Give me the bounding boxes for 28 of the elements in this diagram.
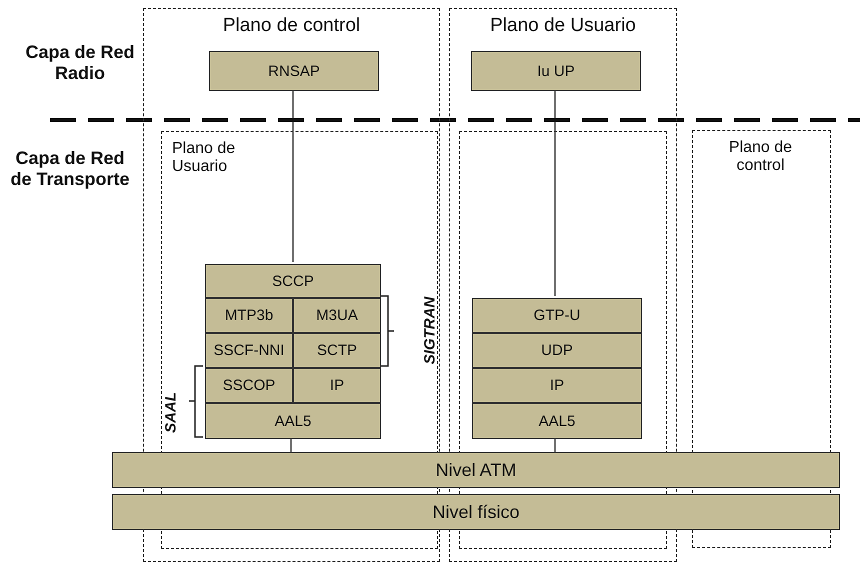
protocol-layer-box: SSCF-NNI	[205, 333, 293, 368]
protocol-layer-box: AAL5	[472, 403, 642, 439]
layer-band: Nivel físico	[112, 494, 840, 530]
layer-heading: Capa de Red Radio	[24, 42, 136, 84]
protocol-layer-box: M3UA	[293, 298, 381, 333]
protocol-layer-box: UDP	[472, 333, 642, 368]
frame-title: Plano de Usuario	[489, 15, 637, 37]
connector-line	[290, 437, 292, 452]
connector-line	[292, 90, 294, 262]
frame-title: Plano de Usuario	[172, 140, 236, 176]
frame-title: Plano de control	[222, 15, 362, 37]
protocol-layer-box: SCCP	[205, 264, 381, 298]
bracket-label: SIGTRAN	[422, 296, 438, 366]
protocol-layer-box: RNSAP	[209, 51, 379, 91]
protocol-layer-box: SSCOP	[205, 368, 293, 403]
protocol-layer-box: MTP3b	[205, 298, 293, 333]
frame-title: Plano de control	[728, 139, 794, 175]
protocol-layer-box: SCTP	[293, 333, 381, 368]
protocol-layer-box: IP	[293, 368, 381, 403]
bracket-label: SAAL	[162, 391, 180, 435]
connector-line	[554, 437, 556, 452]
protocol-layer-box: Iu UP	[471, 51, 641, 91]
layer-band: Nivel ATM	[112, 452, 840, 488]
protocol-layer-box: AAL5	[205, 403, 381, 439]
protocol-layer-box: GTP-U	[472, 298, 642, 333]
connector-line	[554, 90, 556, 296]
protocol-layer-box: IP	[472, 368, 642, 403]
layer-heading: Capa de Red de Transporte	[10, 148, 130, 190]
